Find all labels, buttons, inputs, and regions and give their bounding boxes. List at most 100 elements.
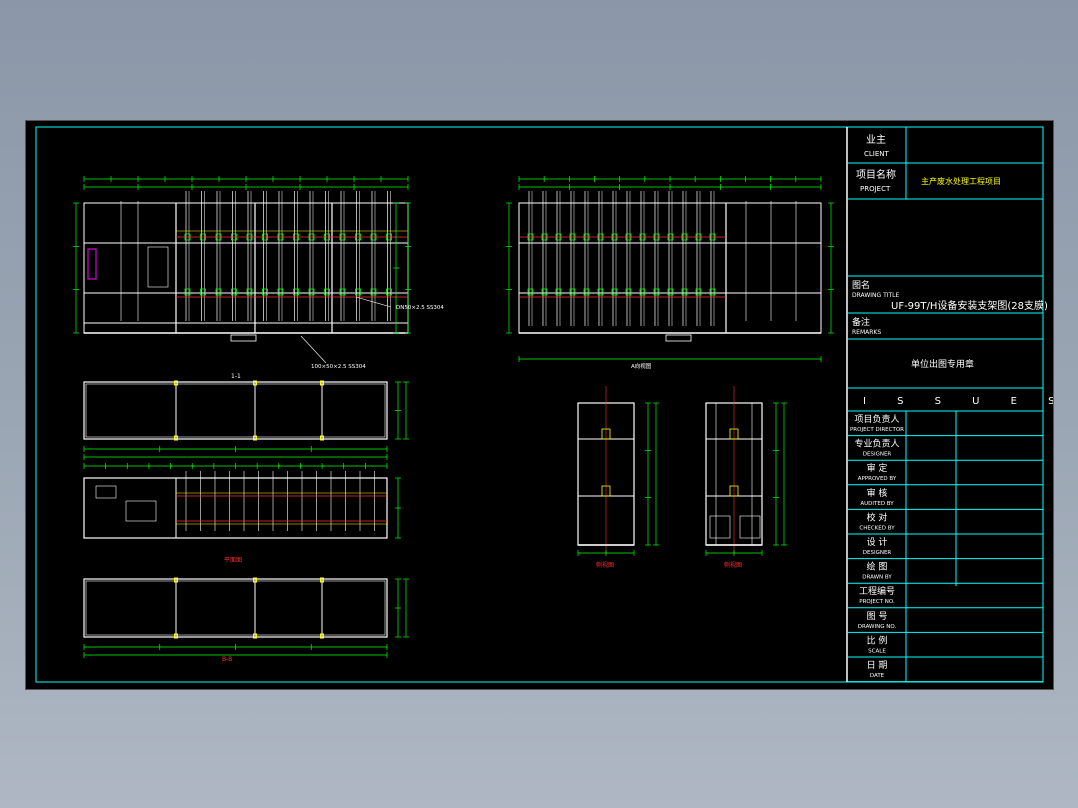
membrane-fitting — [184, 288, 191, 296]
side-views: 侧视图侧视图 — [577, 386, 787, 569]
membrane-fitting — [597, 288, 604, 296]
view-label-a: A向视图 — [631, 362, 652, 370]
membrane-fitting — [200, 288, 206, 296]
side-view-right-detail — [709, 403, 761, 545]
membrane-fitting — [555, 288, 562, 296]
membrane-fitting — [601, 485, 611, 497]
membrane-fitting — [231, 288, 237, 296]
plan-inner — [85, 580, 386, 636]
plan-view-bottom — [83, 577, 409, 658]
membrane-fitting — [639, 288, 646, 296]
membrane-fitting — [527, 288, 534, 296]
tb-row-label-cn: 图 号 — [867, 611, 888, 622]
tb-row-label-cn: 项目负责人 — [854, 413, 899, 425]
membrane-fitting — [583, 288, 590, 296]
membrane-fitting — [541, 288, 548, 296]
tb-row-label-cn: 审 核 — [867, 487, 888, 499]
tb-row-label-en: AUDITED BY — [860, 501, 894, 507]
plan-view-middle: 平面图 — [83, 463, 401, 564]
post-marker — [253, 435, 257, 441]
post-marker — [320, 435, 324, 441]
membrane-fitting — [653, 288, 660, 296]
pump-unit — [125, 500, 157, 522]
tb-row-label-cn: 校 对 — [867, 511, 888, 523]
project-label-en: PROJECT — [860, 185, 891, 193]
membrane-fitting — [215, 288, 222, 296]
leader-line — [300, 335, 327, 364]
membrane-fitting — [324, 288, 330, 296]
post-marker — [320, 577, 324, 583]
membrane-fitting — [667, 288, 674, 296]
membrane-fitting — [355, 288, 361, 296]
remarks-label-en: REMARKS — [852, 329, 881, 336]
tb-row-label-cn: 审 定 — [867, 462, 888, 474]
tb-row-label-en: DRAWN BY — [862, 575, 892, 581]
tb-row-label-cn: 设 计 — [867, 536, 888, 548]
post-marker — [253, 380, 257, 386]
membrane-fitting — [277, 288, 284, 296]
membrane-fitting — [386, 288, 392, 296]
remarks-label-cn: 备注 — [852, 316, 870, 328]
pump-unit — [739, 515, 761, 539]
tb-row-label-en: APPROVED BY — [858, 476, 897, 482]
pipe-callout-lower: 100×50×2.5 SS304 — [311, 364, 366, 370]
membrane-fitting — [729, 485, 739, 497]
tb-row-label-en: CHECKED BY — [859, 525, 895, 531]
membrane-fitting — [569, 288, 576, 296]
membrane-fitting — [709, 288, 716, 296]
tb-row-label-en: DESIGNER — [863, 550, 892, 556]
side-view-right: 侧视图 — [705, 386, 787, 569]
tb-row-label-cn: 工程编号 — [859, 585, 895, 597]
plan-outline — [83, 578, 388, 638]
tb-row-label-en: PROJECT NO. — [859, 599, 895, 605]
membrane-fitting — [308, 288, 315, 296]
view-label-plan: 平面图 — [224, 557, 242, 564]
base-foot — [230, 334, 257, 342]
tb-row-label-en: PROJECT DIRECTOR — [850, 427, 904, 433]
pump-unit — [95, 485, 117, 499]
membrane-fitting — [246, 288, 253, 296]
sheet-border — [35, 126, 1044, 683]
view-label-b-b: B-B — [222, 656, 232, 663]
tb-row-label-en: DESIGNER — [863, 452, 892, 458]
project-name: 主产废水处理工程项目 — [921, 176, 1001, 186]
membrane-fitting — [695, 288, 702, 296]
drawing-sheet: DN50×2.5 SS304 100×50×2.5 SS304 1-1 A向视图 B-B… — [25, 120, 1054, 690]
title-block-rows: 项目负责人 PROJECT DIRECTOR 专业负责人 DESIGNER 审 定 APP… — [848, 413, 1043, 683]
pump-unit — [709, 515, 731, 539]
drawing-title-label-cn: 图名 — [852, 279, 870, 291]
membrane-fitting — [611, 288, 618, 296]
tb-row-label-cn: 比 例 — [867, 634, 888, 646]
project-label-cn: 项目名称 — [856, 168, 896, 181]
tb-row-label-cn: 专业负责人 — [854, 438, 899, 450]
membrane-fitting — [601, 428, 611, 440]
front-elevation-right: A向视图 — [506, 176, 834, 370]
membrane-fitting — [262, 288, 268, 296]
frame-outline — [518, 202, 822, 334]
post-marker — [320, 633, 324, 639]
leader-line — [355, 296, 392, 308]
side-view-left: 侧视图 — [577, 386, 659, 569]
drawing-views: DN50×2.5 SS304 100×50×2.5 SS304 1-1 A向视图 B-B… — [73, 176, 834, 663]
post-marker — [253, 633, 257, 639]
membrane-fitting — [370, 288, 377, 296]
company-stamp: 单位出图专用章 — [911, 358, 974, 370]
post-marker — [174, 435, 178, 441]
post-marker — [174, 577, 178, 583]
view-label-1-1: 1-1 — [231, 373, 241, 380]
drawing-title: UF-99T/H设备安装支架图(28支膜) — [891, 299, 1048, 312]
post-marker — [253, 577, 257, 583]
client-label-en: CLIENT — [864, 150, 890, 158]
tb-row-label-cn: 绘 图 — [867, 561, 888, 573]
front-elevation-left: DN50×2.5 SS304 100×50×2.5 SS304 1-1 — [73, 176, 444, 380]
pipe-callout-upper: DN50×2.5 SS304 — [396, 305, 444, 311]
plan-outline — [83, 477, 388, 539]
tb-row-label-en: SCALE — [868, 648, 886, 654]
plan-views: B-B 平面图 — [83, 380, 409, 663]
membrane-fitting — [729, 428, 739, 440]
pump-unit — [147, 246, 169, 288]
membrane-fitting — [293, 288, 299, 296]
cad-drawing: DN50×2.5 SS304 100×50×2.5 SS304 1-1 A向视图 B-B… — [35, 126, 1053, 683]
base-foot — [665, 334, 692, 342]
tb-row-label-cn: 日 期 — [867, 660, 888, 671]
